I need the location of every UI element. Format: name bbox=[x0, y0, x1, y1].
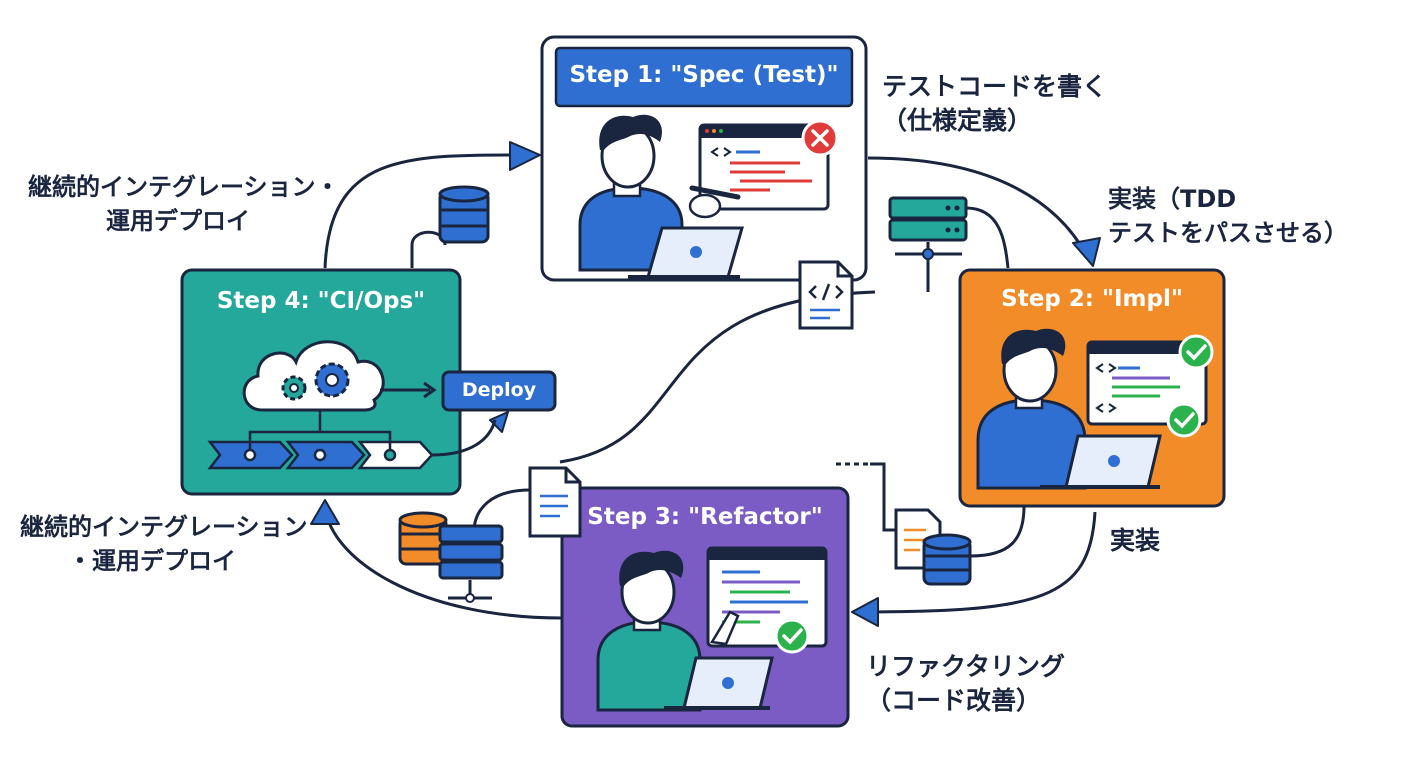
note-refactor: リファクタリング （コード改善） bbox=[866, 650, 1065, 718]
step1-laptop-icon bbox=[628, 226, 744, 279]
connector-2-to-3 bbox=[854, 511, 1097, 614]
flow-database-icon-top-left bbox=[410, 185, 490, 268]
flow-database-icon-bottom-left bbox=[398, 511, 448, 566]
step3-card bbox=[560, 486, 850, 728]
note-refactor-line1: リファクタリング bbox=[866, 652, 1066, 681]
note-ops-bottom-line1: 継続的インテグレーション bbox=[20, 513, 308, 541]
step2-title: Step 2: "Impl" bbox=[1001, 286, 1183, 312]
note-ops-bottom-line2: ・運用デプロイ bbox=[68, 547, 236, 575]
note-step1: テストコードを書く （仕様定義） bbox=[882, 70, 1107, 138]
step4-title: Step 4: "CI/Ops" bbox=[216, 288, 426, 314]
step1-title-banner bbox=[554, 46, 854, 108]
step3-pointing-hand-icon bbox=[709, 610, 740, 646]
note-step1-line2: （仕様定義） bbox=[882, 106, 1033, 135]
step2-developer-icon bbox=[976, 328, 1087, 490]
note-ops-top: 継続的インテグレーション・ 運用デプロイ bbox=[28, 170, 340, 238]
note-ops-top-line2: 運用デプロイ bbox=[106, 207, 250, 235]
note-step2-line1: 実装（TDD bbox=[1108, 185, 1237, 213]
step1-card bbox=[540, 35, 868, 282]
arrowhead-into-step2 bbox=[1072, 237, 1101, 267]
note-ops-bottom: 継続的インテグレーション ・運用デプロイ bbox=[20, 510, 308, 578]
arrowhead-deploy bbox=[489, 411, 509, 433]
note-ops-top-line1: 継続的インテグレーション・ bbox=[28, 173, 340, 201]
connector-3-to-4 bbox=[323, 505, 563, 620]
deploy-label[interactable]: Deploy bbox=[461, 379, 537, 401]
step3-check-icon bbox=[774, 618, 810, 654]
step2-check-icon-top bbox=[1178, 334, 1214, 370]
step1-title: Step 1: "Spec (Test)" bbox=[569, 62, 839, 88]
flow-document-icon-center bbox=[472, 466, 582, 538]
note-impl: 実装 bbox=[1110, 524, 1160, 558]
step4-cloud-gears-icon bbox=[242, 340, 437, 412]
cycle-arrowheads bbox=[310, 141, 1101, 627]
step2-laptop-icon bbox=[1040, 434, 1162, 489]
step4-pipeline-arrows-icon bbox=[207, 410, 434, 470]
flow-server-rack-icon-top-right bbox=[888, 196, 1010, 292]
deploy-connector bbox=[431, 419, 497, 457]
deploy-button bbox=[441, 370, 557, 412]
step2-check-icon-bottom bbox=[1166, 402, 1202, 438]
cycle-connectors bbox=[323, 153, 1097, 620]
connector-4-to-1 bbox=[323, 153, 539, 269]
note-step1-line1: テストコードを書く bbox=[882, 72, 1108, 101]
step3-developer-icon bbox=[596, 550, 702, 712]
flow-code-file-icon bbox=[798, 260, 854, 330]
note-step2: 実装（TDD テストをパスさせる） bbox=[1108, 182, 1348, 250]
step3-title: Step 3: "Refactor" bbox=[587, 504, 823, 530]
step1-error-x-icon bbox=[801, 119, 839, 157]
flow-server-rack-icon-bottom-left bbox=[438, 524, 504, 603]
step4-card bbox=[180, 268, 557, 496]
connector-1-to-2 bbox=[867, 156, 1092, 263]
note-impl-line1: 実装 bbox=[1110, 526, 1161, 555]
arrowhead-into-step1 bbox=[509, 141, 541, 171]
step1-browser-window-icon bbox=[698, 123, 830, 211]
note-refactor-line2: （コード改善） bbox=[866, 686, 1042, 715]
step1-pen-icon bbox=[688, 185, 741, 219]
step2-card bbox=[958, 268, 1226, 508]
connector-diagonal bbox=[559, 290, 876, 464]
step2-browser-window-icon bbox=[1086, 340, 1208, 426]
note-step2-line2: テストをパスさせる） bbox=[1108, 219, 1348, 247]
flow-database-icon-right bbox=[832, 462, 1026, 586]
arrowhead-into-step4 bbox=[310, 499, 340, 525]
arrowhead-into-step3 bbox=[851, 597, 879, 627]
step3-laptop-icon bbox=[664, 656, 774, 710]
